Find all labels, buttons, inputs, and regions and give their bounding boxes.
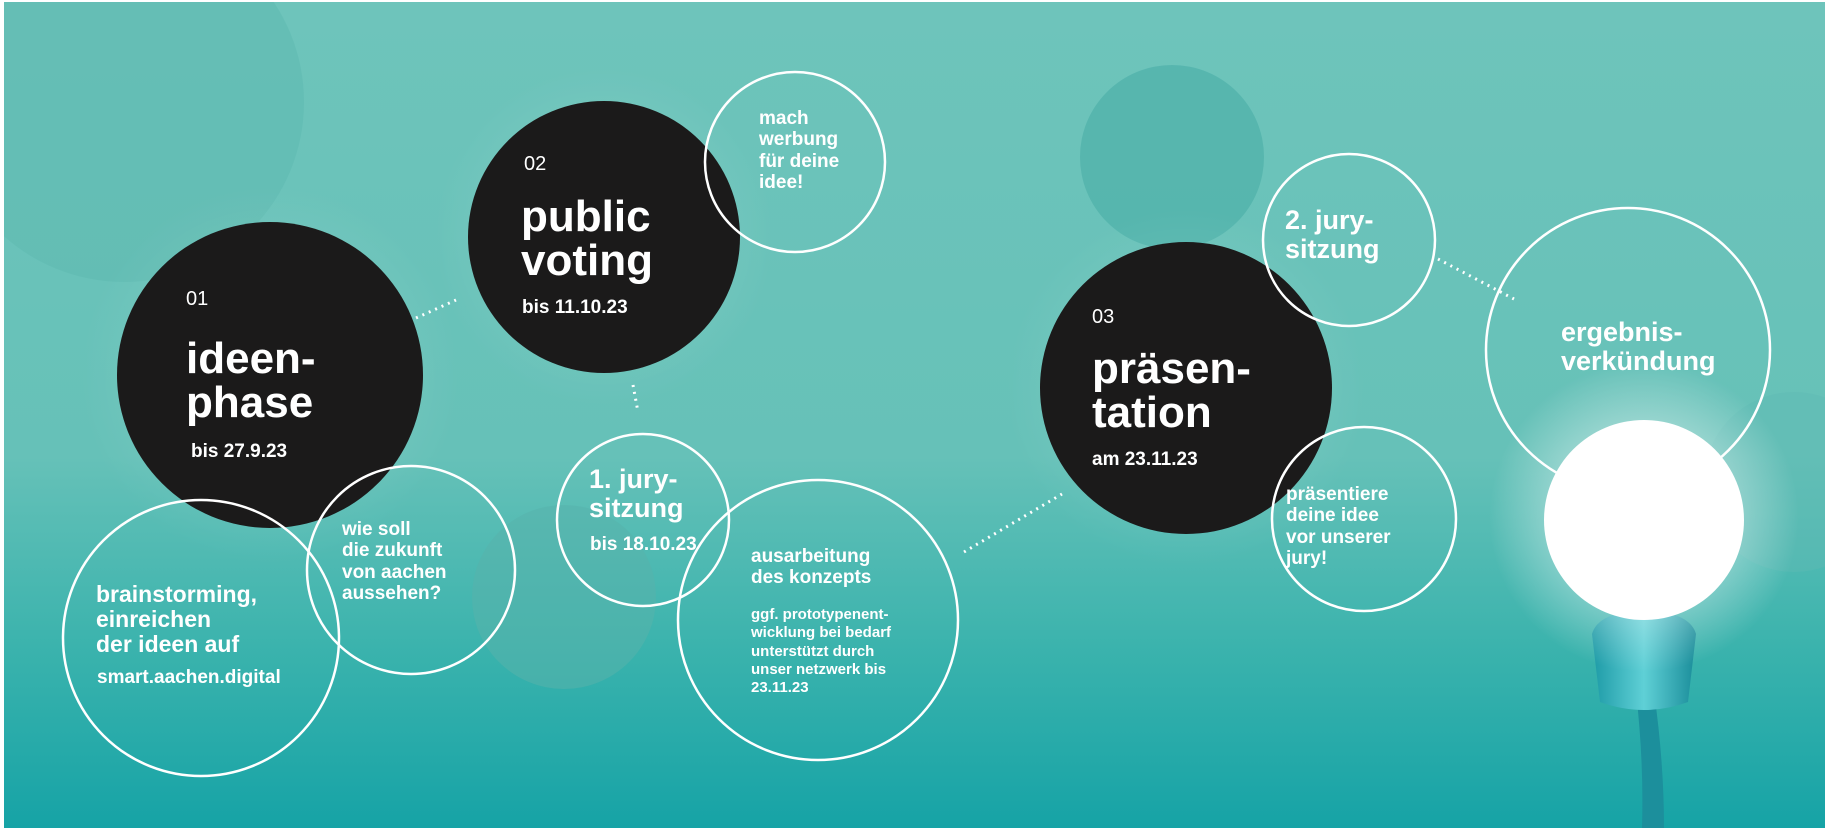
konzept-title: ausarbeitung des konzepts bbox=[751, 546, 872, 589]
phase-1-number: 01 bbox=[186, 288, 209, 310]
phase-circle-2 bbox=[468, 101, 740, 373]
phase-1-date: bis 27.9.23 bbox=[191, 441, 288, 462]
jury2-title: 2. jury- sitzung bbox=[1285, 205, 1380, 264]
bubble-outline-konzept bbox=[676, 478, 960, 762]
lightbulb-icon bbox=[1489, 362, 1799, 828]
lightbulb-cord bbox=[1636, 692, 1664, 828]
connector-lines bbox=[415, 257, 1515, 554]
connector-line bbox=[1437, 257, 1515, 301]
jury1-date: bis 18.10.23 bbox=[590, 534, 697, 555]
bubble-outline-jury1 bbox=[555, 432, 731, 608]
bubble-outline-praesentiere bbox=[1270, 425, 1458, 613]
brainstorming-title: brainstorming, einreichen der ideen auf bbox=[96, 581, 258, 657]
phase-3-number: 03 bbox=[1092, 306, 1115, 328]
phase-circle-1 bbox=[117, 222, 423, 528]
connector-line bbox=[415, 298, 457, 320]
bg-disc bbox=[1080, 65, 1264, 249]
bubble-outline-werbung bbox=[703, 70, 887, 254]
werbung-text: mach werbung für deine idee! bbox=[759, 108, 840, 193]
konzept-text: ggf. prototypenent- wicklung bei bedarf … bbox=[751, 606, 892, 697]
phase-3-title: präsen- tation bbox=[1092, 344, 1251, 437]
connector-line bbox=[963, 492, 1063, 554]
jury1-title: 1. jury- sitzung bbox=[589, 464, 684, 523]
ergebnis-text: ergebnis- verkündung bbox=[1561, 317, 1716, 376]
praesentiere-text: präsentiere deine idee vor unserer jury! bbox=[1286, 484, 1391, 569]
phase-2-number: 02 bbox=[524, 153, 547, 175]
bubble-outline-zukunft bbox=[305, 464, 517, 676]
roadmap-diagram: 01 ideen- phase bis 27.9.23 02 public vo… bbox=[4, 2, 1825, 828]
phase-3-date: am 23.11.23 bbox=[1092, 449, 1198, 470]
bubble-outline-jury2 bbox=[1261, 152, 1437, 328]
phase-1-title: ideen- phase bbox=[186, 334, 316, 427]
phase-circle-3 bbox=[1040, 242, 1332, 534]
brainstorming-url: smart.aachen.digital bbox=[97, 667, 281, 688]
zukunft-text: wie soll die zukunft von aachen aussehen… bbox=[342, 519, 447, 604]
diagram-graphics bbox=[4, 2, 1825, 828]
phase-2-title: public voting bbox=[521, 192, 653, 285]
bubble-outline-brainstorming bbox=[61, 498, 341, 778]
bg-disc bbox=[472, 505, 656, 689]
phase-2-date: bis 11.10.23 bbox=[522, 297, 628, 318]
connector-line bbox=[631, 384, 640, 413]
lightbulb-bulb bbox=[1544, 420, 1744, 620]
